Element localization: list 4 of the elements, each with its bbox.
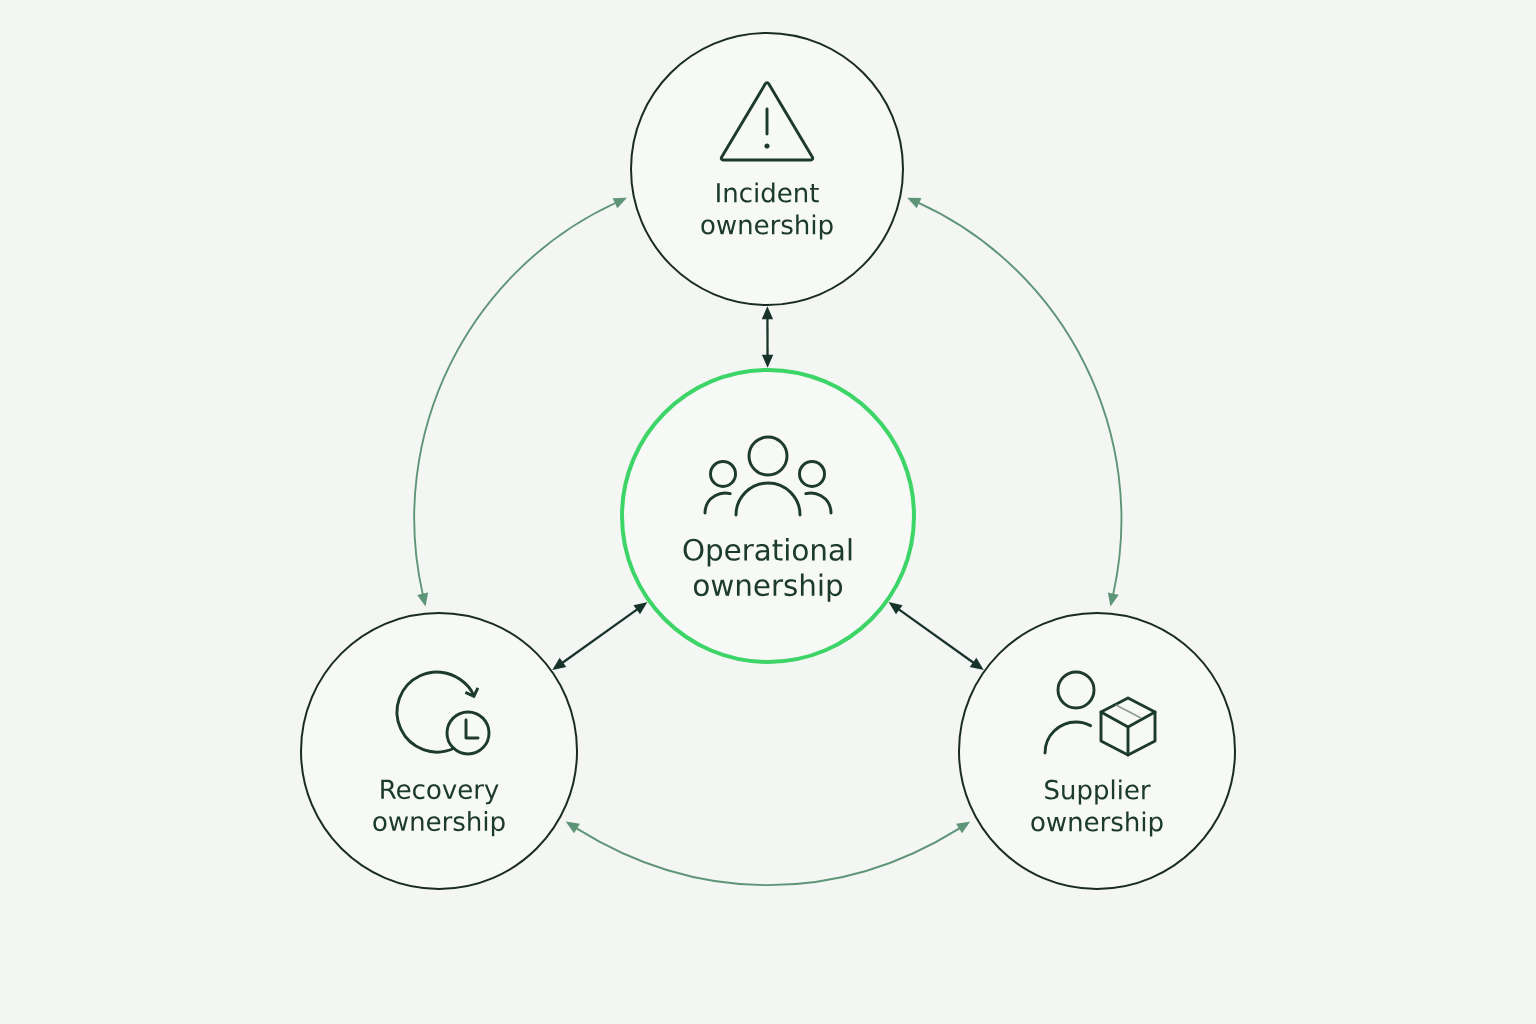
circle-node: Supplier ownership — [958, 612, 1236, 890]
circle-node: Incident ownership — [630, 32, 904, 306]
circle-node: Operational ownership — [620, 368, 916, 664]
circle-node: Recovery ownership — [300, 612, 578, 890]
